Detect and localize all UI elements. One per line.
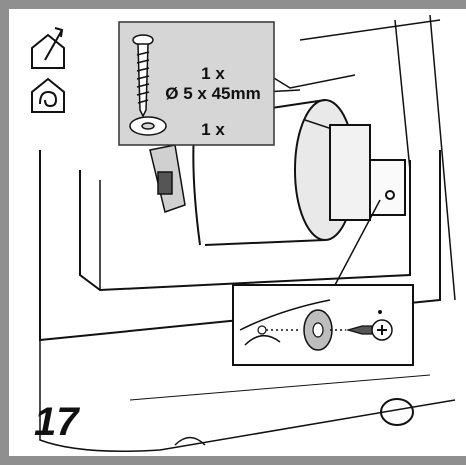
washer-quantity: 1 x xyxy=(201,120,225,139)
mounting-bracket xyxy=(149,144,186,213)
recirculation-icon xyxy=(31,77,65,113)
screw-size: Ø 5 x 45mm xyxy=(165,84,260,103)
washer-icon xyxy=(129,116,167,136)
screw-quantity: 1 x xyxy=(201,64,225,83)
step-number: 17 xyxy=(34,400,79,444)
hood-housing xyxy=(39,14,456,452)
leader-line xyxy=(334,199,381,286)
detail-inset xyxy=(232,284,414,366)
washer-detail xyxy=(303,309,333,351)
screw-detail xyxy=(345,319,393,341)
screw-icon xyxy=(132,34,154,118)
outdoor-duct-icon xyxy=(31,27,65,69)
parts-callout: 1 x Ø 5 x 45mm 1 x xyxy=(118,21,275,146)
